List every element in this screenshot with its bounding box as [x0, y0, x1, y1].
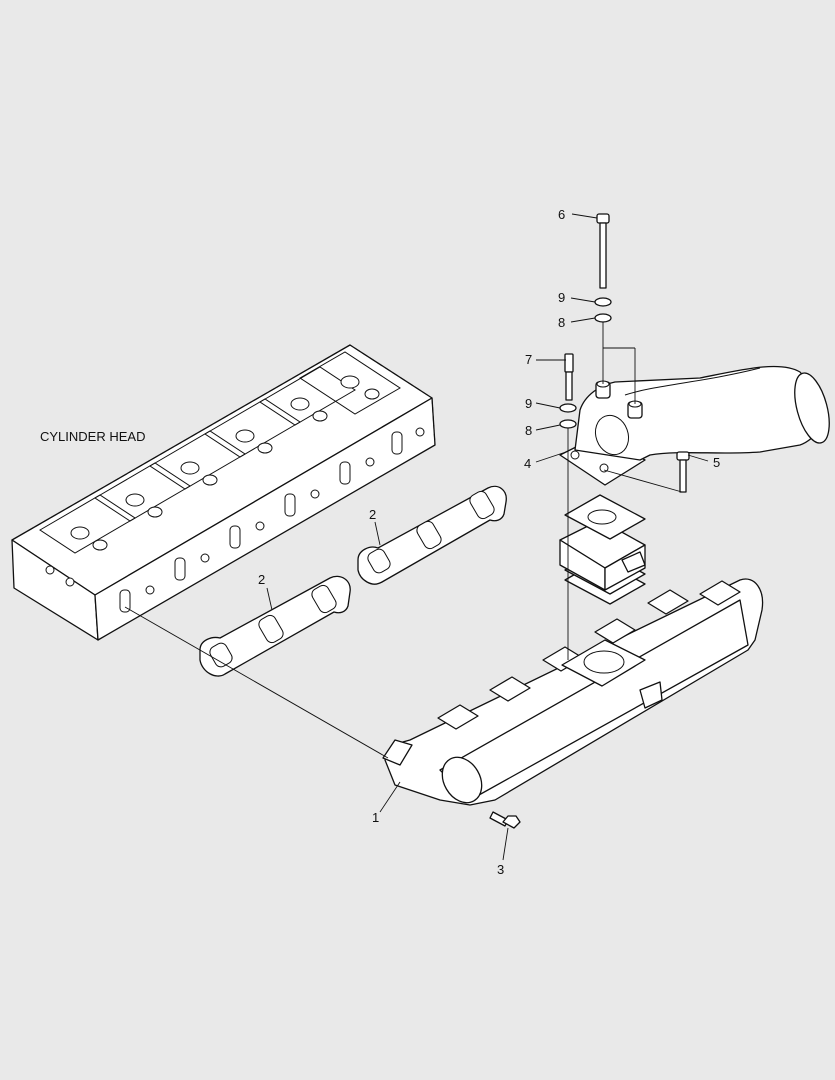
long-bolt	[596, 213, 610, 289]
washer-upper-9	[594, 297, 612, 307]
alignment-lines	[124, 322, 683, 759]
manifold-gasket-lower	[199, 575, 351, 677]
manifold-port-flanges	[437, 580, 741, 730]
washer-upper-8	[594, 313, 612, 323]
callout-6: 6	[558, 207, 565, 222]
callout-8-upper: 8	[558, 315, 565, 330]
cylinder-head-label: CYLINDER HEAD	[40, 429, 145, 444]
turbo-gasket-stack	[559, 494, 646, 605]
callout-3: 3	[497, 862, 504, 877]
callout-1: 1	[372, 810, 379, 825]
cylinder-head-valve-holes	[70, 375, 380, 551]
cylinder-head: CYLINDER HEAD	[11, 344, 436, 641]
washer-lower-8	[559, 419, 577, 429]
callout-2-lower-gasket: 2	[258, 572, 265, 587]
callout-2-upper-gasket: 2	[369, 507, 376, 522]
cylinder-head-side-ports	[45, 427, 425, 613]
exhaust-elbow-pipe	[559, 365, 830, 486]
callout-numbers: 1 2 2 3 4 5 6 7 9 8 9 8	[258, 207, 720, 877]
callout-5: 5	[713, 455, 720, 470]
callout-7: 7	[525, 352, 532, 367]
manifold-gasket-upper	[357, 485, 507, 585]
cylinder-head-valve-pockets	[39, 351, 401, 554]
manifold-bolt	[489, 811, 521, 829]
callout-8-lower: 8	[525, 423, 532, 438]
callout-9-upper: 9	[558, 290, 565, 305]
washer-lower-9	[559, 403, 577, 413]
callout-4: 4	[524, 456, 531, 471]
stud	[564, 353, 574, 401]
callout-leaders	[266, 213, 709, 861]
callout-9-lower: 9	[525, 396, 532, 411]
short-bolt	[676, 451, 690, 493]
exhaust-manifold	[382, 578, 764, 806]
